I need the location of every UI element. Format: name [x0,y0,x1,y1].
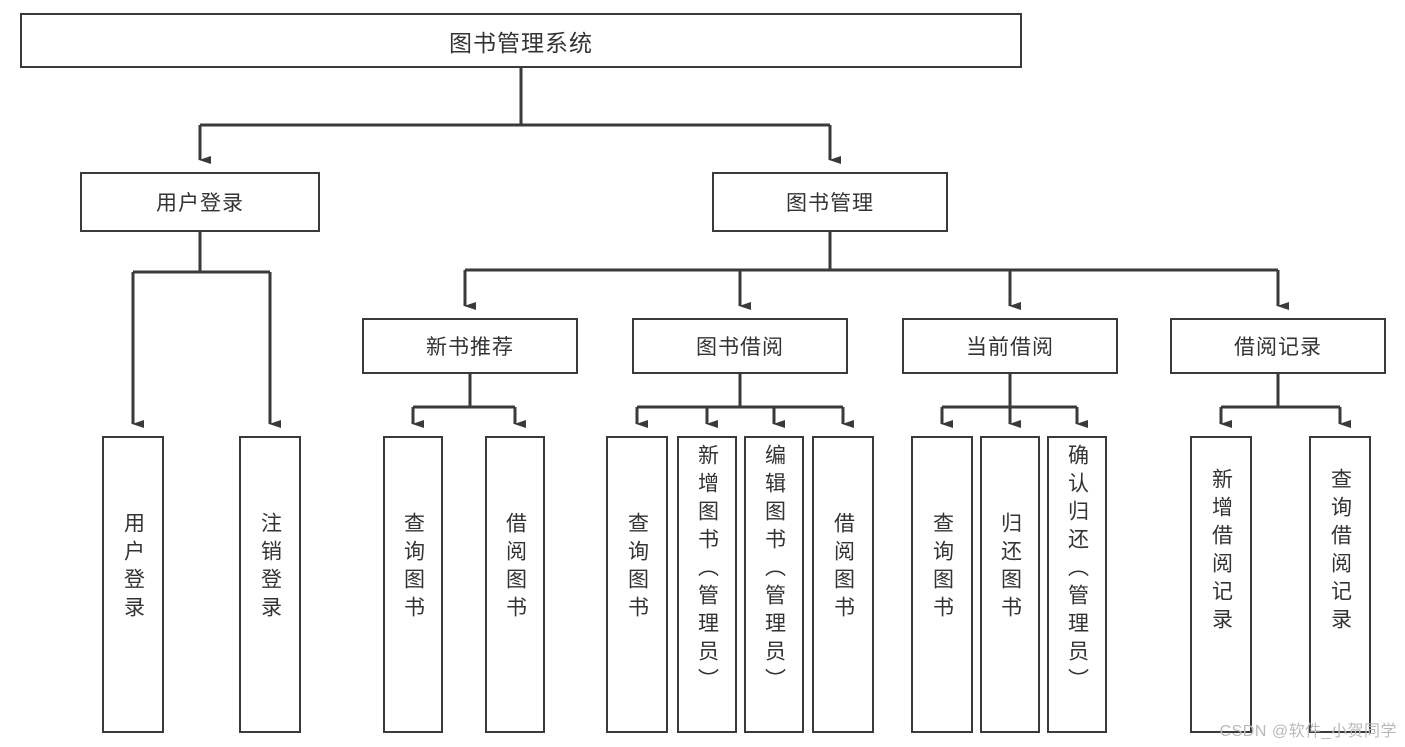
leaf-query-book-borrow[interactable]: 查询图书 [606,436,668,733]
node-label: 当前借阅 [966,336,1054,359]
node-label: 用户登录 [156,192,244,215]
leaf-borrow-book[interactable]: 借阅图书 [812,436,874,733]
node-book-management[interactable]: 图书管理 [712,172,948,232]
node-label: 借阅图书 [831,512,855,624]
leaf-confirm-return-admin[interactable]: 确认归还（管理员） [1047,436,1107,733]
leaf-edit-book-admin[interactable]: 编辑图书（管理员） [744,436,804,733]
node-borrow-record[interactable]: 借阅记录 [1170,318,1386,374]
node-book-borrow[interactable]: 图书借阅 [632,318,848,374]
node-label: 注销登录 [258,512,282,624]
node-label: 归还图书 [998,512,1022,624]
node-label: 图书管理系统 [449,29,593,56]
node-label: 新增借阅记录 [1209,468,1233,636]
node-current-borrow[interactable]: 当前借阅 [902,318,1118,374]
leaf-add-borrow-record[interactable]: 新增借阅记录 [1190,436,1252,733]
leaf-logout[interactable]: 注销登录 [239,436,301,733]
leaf-query-book-recommend[interactable]: 查询图书 [383,436,443,733]
node-label: 查询图书 [625,512,649,624]
node-label: 查询借阅记录 [1328,468,1352,636]
node-label: 查询图书 [930,512,954,624]
node-label: 用户登录 [121,512,145,624]
node-label: 新增图书（管理员） [695,444,719,696]
node-book-management-system[interactable]: 图书管理系统 [20,13,1022,68]
node-label: 借阅记录 [1234,336,1322,359]
leaf-user-login[interactable]: 用户登录 [102,436,164,733]
node-user-login[interactable]: 用户登录 [80,172,320,232]
node-new-book-recommend[interactable]: 新书推荐 [362,318,578,374]
leaf-query-book-current[interactable]: 查询图书 [911,436,973,733]
node-label: 图书管理 [786,192,874,215]
node-label: 编辑图书（管理员） [762,444,786,696]
leaf-add-book-admin[interactable]: 新增图书（管理员） [677,436,737,733]
leaf-query-borrow-record[interactable]: 查询借阅记录 [1309,436,1371,733]
node-label: 查询图书 [401,512,425,624]
node-label: 图书借阅 [696,336,784,359]
leaf-borrow-book-recommend[interactable]: 借阅图书 [485,436,545,733]
leaf-return-book[interactable]: 归还图书 [980,436,1040,733]
node-label: 新书推荐 [426,336,514,359]
node-label: 借阅图书 [503,512,527,624]
node-label: 确认归还（管理员） [1065,444,1089,696]
